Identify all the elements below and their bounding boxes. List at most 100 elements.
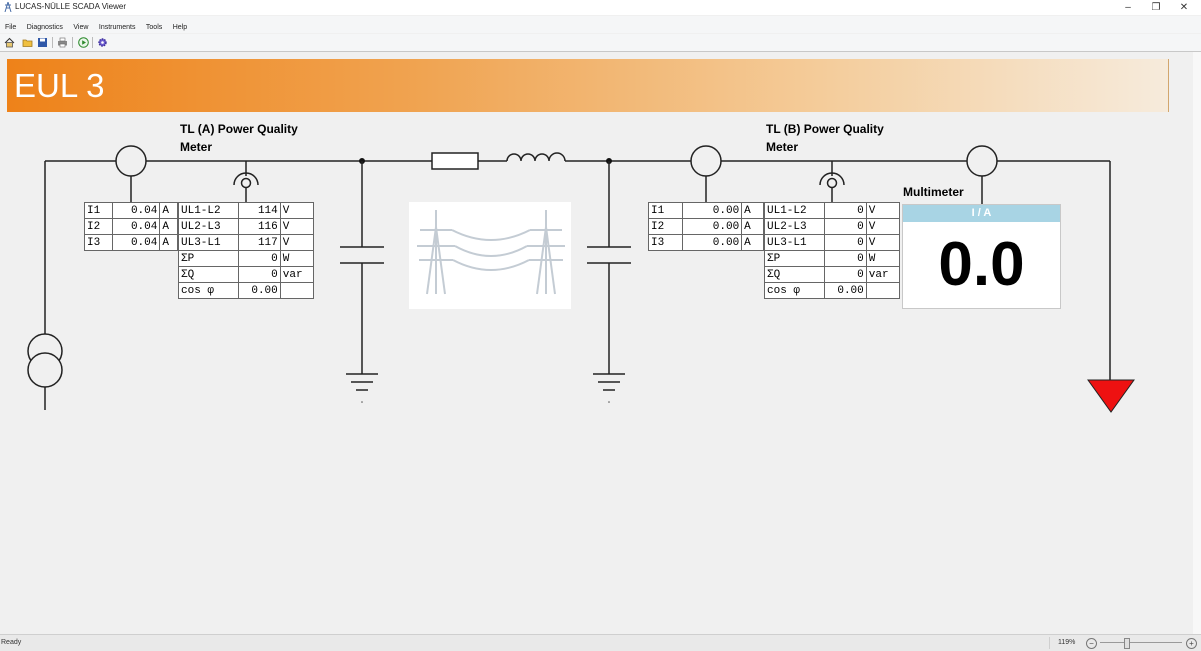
current-unit: A [159,202,178,219]
title-bar: LUCAS-NÜLLE SCADA Viewer – ❐ ✕ [0,0,1201,15]
current-sensor-a [115,145,147,177]
restore-button[interactable]: ❐ [1151,2,1161,13]
current-sensor-b [690,145,722,177]
current-label: I2 [647,218,684,235]
reading-value: 0 [823,218,867,235]
reading-unit: W [865,250,901,267]
reading-label: UL2-L3 [178,218,239,235]
reading-value: 0 [823,250,867,267]
meter-a-caption: TL (A) Power Quality Meter [180,120,298,156]
toolbar-separator [72,37,73,48]
minimize-button[interactable]: – [1125,2,1131,13]
load-arrow-icon [1087,379,1135,413]
zoom-out-icon[interactable]: − [1086,638,1097,649]
multimeter-value: 0.0 [938,230,1025,299]
current-value: 0.04 [111,202,161,219]
reading-label: ΣQ [178,266,239,283]
window-title: LUCAS-NÜLLE SCADA Viewer [15,2,127,11]
zoom-slider-thumb[interactable] [1124,638,1131,649]
reading-unit: W [279,250,315,267]
page-title: EUL 3 [14,67,105,104]
current-sensor-multimeter [966,145,998,177]
meter-b-caption-line2: Meter [766,140,799,154]
toolbar-separator [52,37,53,48]
tower-app-icon [4,2,12,12]
workspace: EUL 3 [0,52,1201,634]
current-unit: A [741,218,764,235]
current-value: 0.00 [682,218,743,235]
reading-label: UL3-L1 [178,234,239,251]
reading-value: 116 [237,218,281,235]
settings-gear-icon[interactable] [97,37,108,48]
ground-dot [608,401,610,403]
reading-value: 0 [823,234,867,251]
current-label: I1 [647,202,684,219]
menu-help[interactable]: Help [172,24,188,31]
open-folder-icon[interactable] [22,37,33,48]
reading-label: UL1-L2 [764,202,825,219]
reading-unit: V [279,234,315,251]
status-text: Ready [1,639,22,646]
reading-value: 114 [237,202,281,219]
reading-value: 0.00 [823,282,867,299]
reading-label: ΣP [178,250,239,267]
play-icon[interactable] [78,37,89,48]
print-icon[interactable] [57,37,68,48]
zoom-level-label: 119% [1058,639,1076,646]
reading-unit: V [865,202,901,219]
current-label: I3 [84,234,113,251]
current-unit: A [159,218,178,235]
menu-view[interactable]: View [73,24,89,31]
save-icon[interactable] [37,37,48,48]
reading-unit: V [865,234,901,251]
transmission-tower-image [409,202,571,309]
meter-b-caption: TL (B) Power Quality Meter [766,120,884,156]
toolbar-separator [92,37,93,48]
zoom-in-icon[interactable]: + [1186,638,1197,649]
reading-unit: V [279,202,315,219]
reading-unit [865,282,901,299]
home-icon[interactable] [4,37,15,48]
current-value: 0.04 [111,234,161,251]
menu-file[interactable]: File [5,24,17,31]
current-value: 0.04 [111,218,161,235]
vertical-scrollbar[interactable] [1193,52,1201,634]
multimeter-caption: Multimeter [903,185,964,199]
line-resistor [431,152,479,170]
current-unit: A [741,234,764,251]
voltage-probe-a [233,161,259,202]
menu-diagnostics[interactable]: Diagnostics [26,24,63,31]
menu-instruments[interactable]: Instruments [98,24,136,31]
multimeter-display[interactable]: I / A 0.0 [902,204,1061,309]
ground-dot [361,401,363,403]
menu-bar: File Diagnostics View Instruments Tools … [0,16,1201,33]
current-value: 0.00 [682,202,743,219]
status-bar: Ready 119% − + [0,634,1201,651]
reading-unit: var [279,266,315,283]
zoom-slider-track[interactable] [1100,642,1182,643]
menu-tools[interactable]: Tools [145,24,163,31]
close-button[interactable]: ✕ [1179,2,1189,13]
meter-b-caption-line1: TL (B) Power Quality [766,122,884,136]
reading-label: cos φ [764,282,825,299]
reading-label: UL1-L2 [178,202,239,219]
header-banner: EUL 3 [7,59,1169,112]
multimeter-header: I / A [903,205,1060,222]
current-label: I3 [647,234,684,251]
